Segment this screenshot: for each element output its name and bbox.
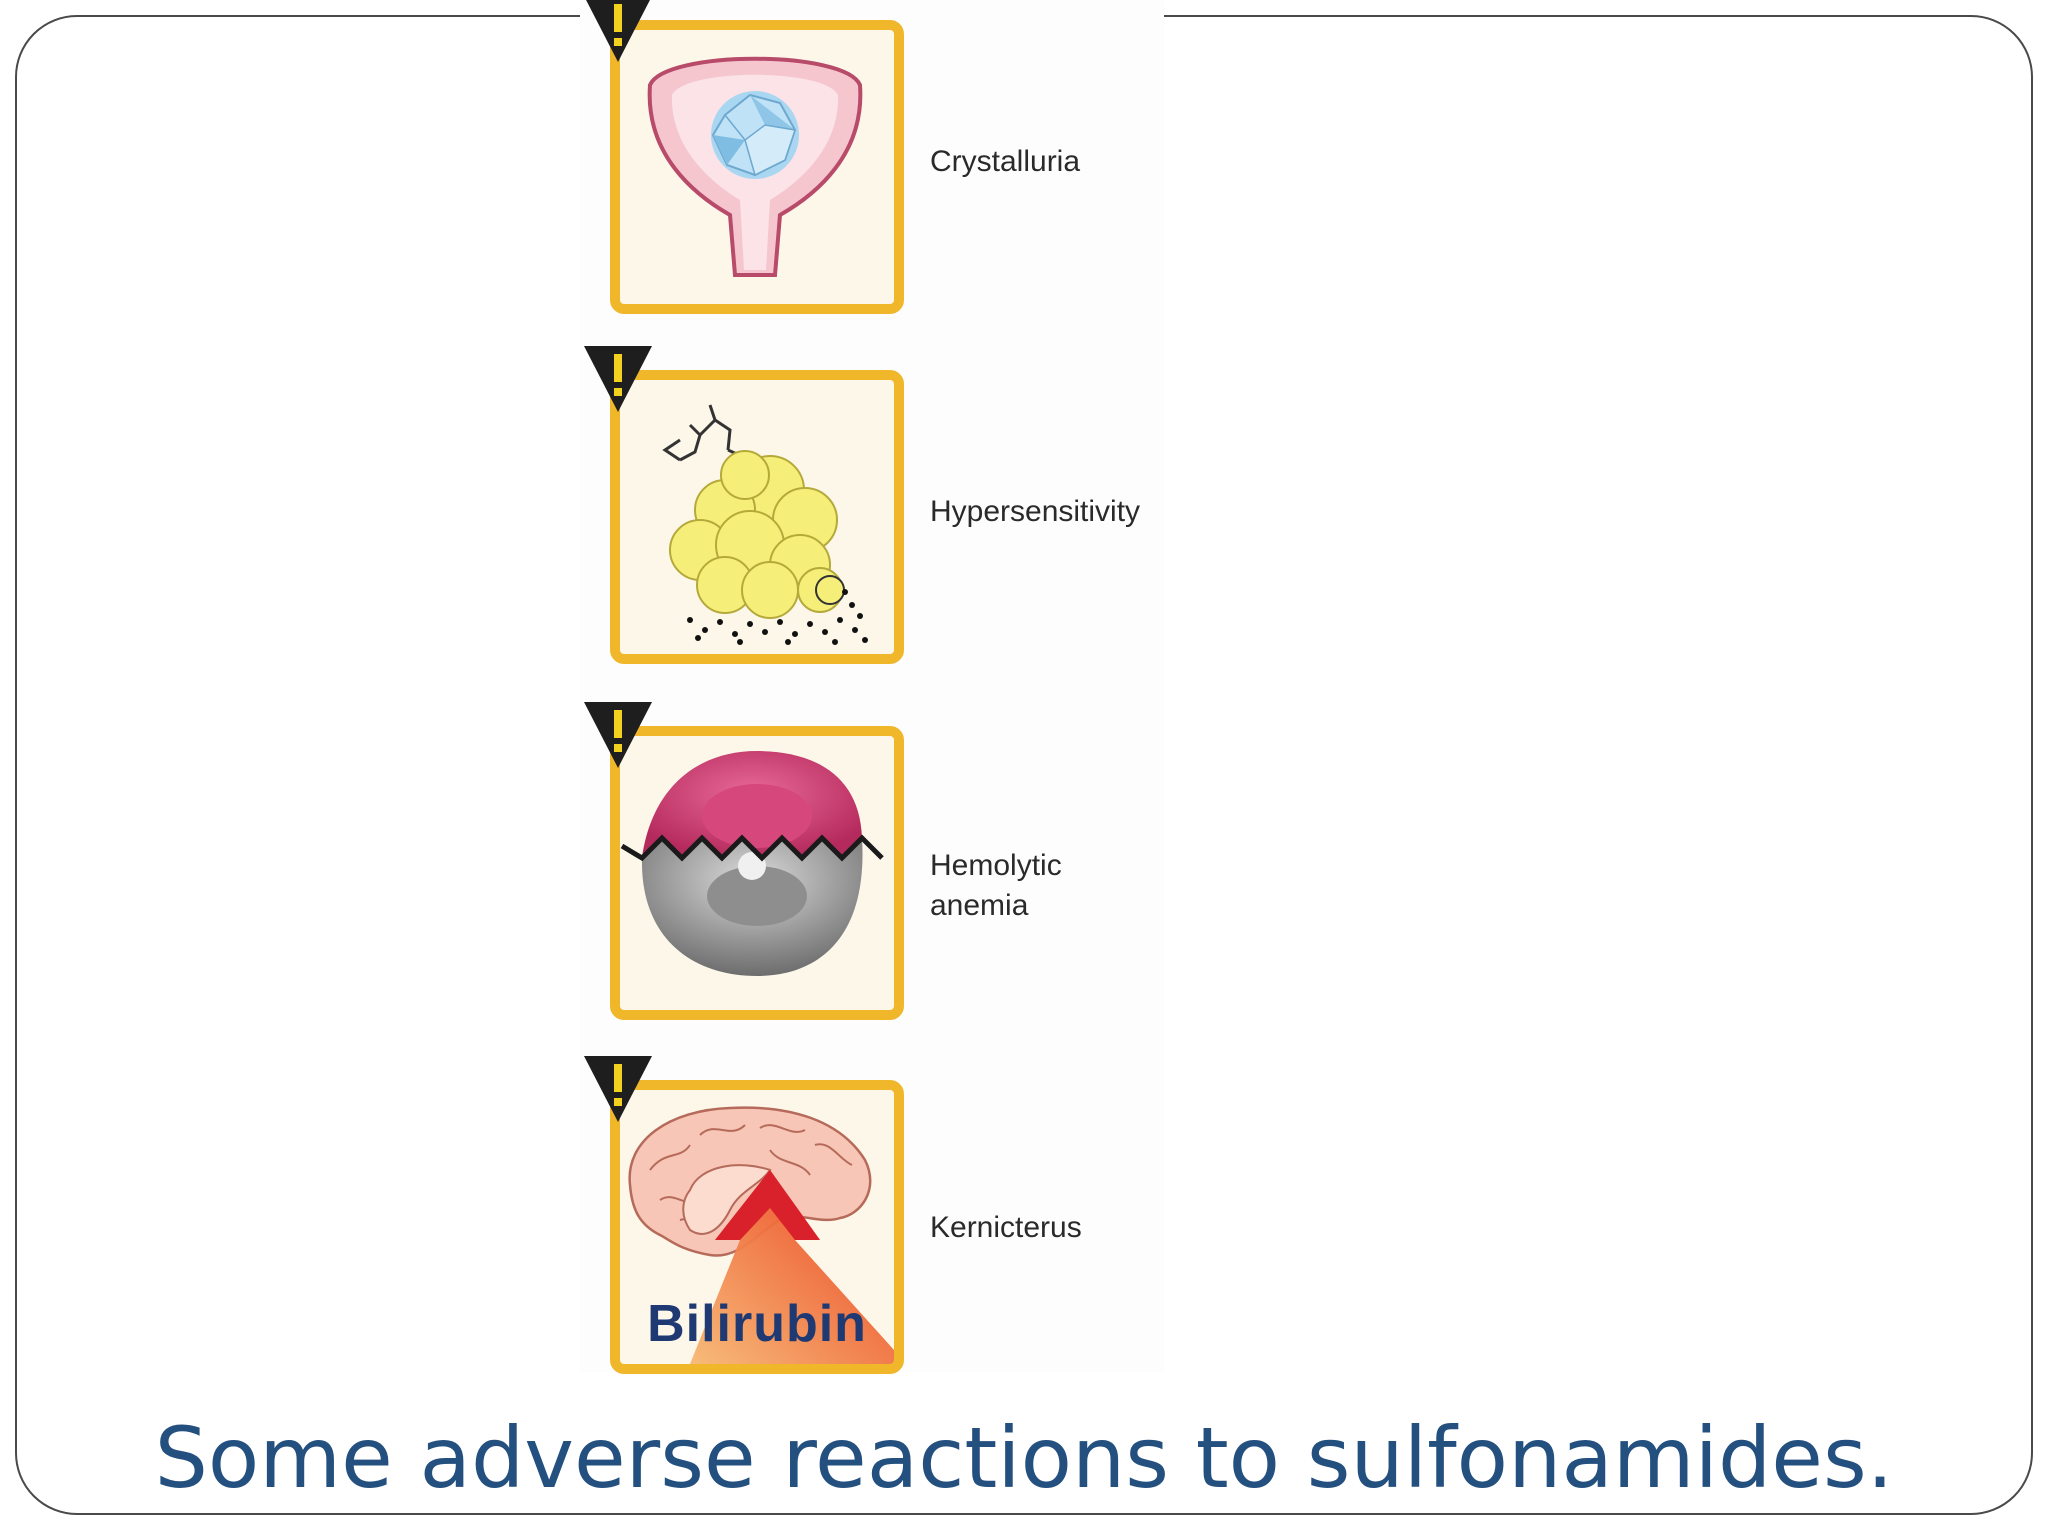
- brain-bilirubin-icon: [628, 1106, 894, 1364]
- panel-hypersensitivity: Hypersensitivity: [580, 346, 1164, 680]
- adverse-reactions-figure: Crystalluria: [580, 0, 1164, 1374]
- warning-triangle-icon: [584, 1056, 652, 1122]
- panel-hemolytic-anemia: Hemolytic anemia: [580, 702, 1164, 1036]
- warning-triangle-icon: [584, 346, 652, 412]
- allergen-cell-icon: [662, 404, 868, 645]
- panel-crystalluria: Crystalluria: [580, 0, 1164, 330]
- bilirubin-label: Bilirubin: [647, 1295, 867, 1353]
- crystal-in-bladder-icon: [647, 56, 863, 277]
- slide-caption: Some adverse reactions to sulfonamides.: [154, 1409, 1894, 1507]
- tile-kernicterus: Bilirubin: [610, 1080, 904, 1374]
- label-hypersensitivity: Hypersensitivity: [930, 495, 1141, 528]
- broken-red-blood-cell-icon: [620, 751, 884, 976]
- warning-triangle-icon: [586, 0, 650, 62]
- tile-hypersensitivity: [610, 370, 904, 664]
- label-hemolytic: Hemolytic: [930, 849, 1062, 882]
- label-crystalluria: Crystalluria: [930, 145, 1081, 178]
- label-anemia: anemia: [930, 889, 1029, 922]
- panel-kernicterus: Bilirubin Kernicterus: [580, 1056, 1164, 1390]
- tile-hemolytic-anemia: [610, 726, 904, 1020]
- warning-triangle-icon: [584, 702, 652, 768]
- label-kernicterus: Kernicterus: [930, 1211, 1082, 1244]
- tile-crystalluria: [610, 20, 904, 314]
